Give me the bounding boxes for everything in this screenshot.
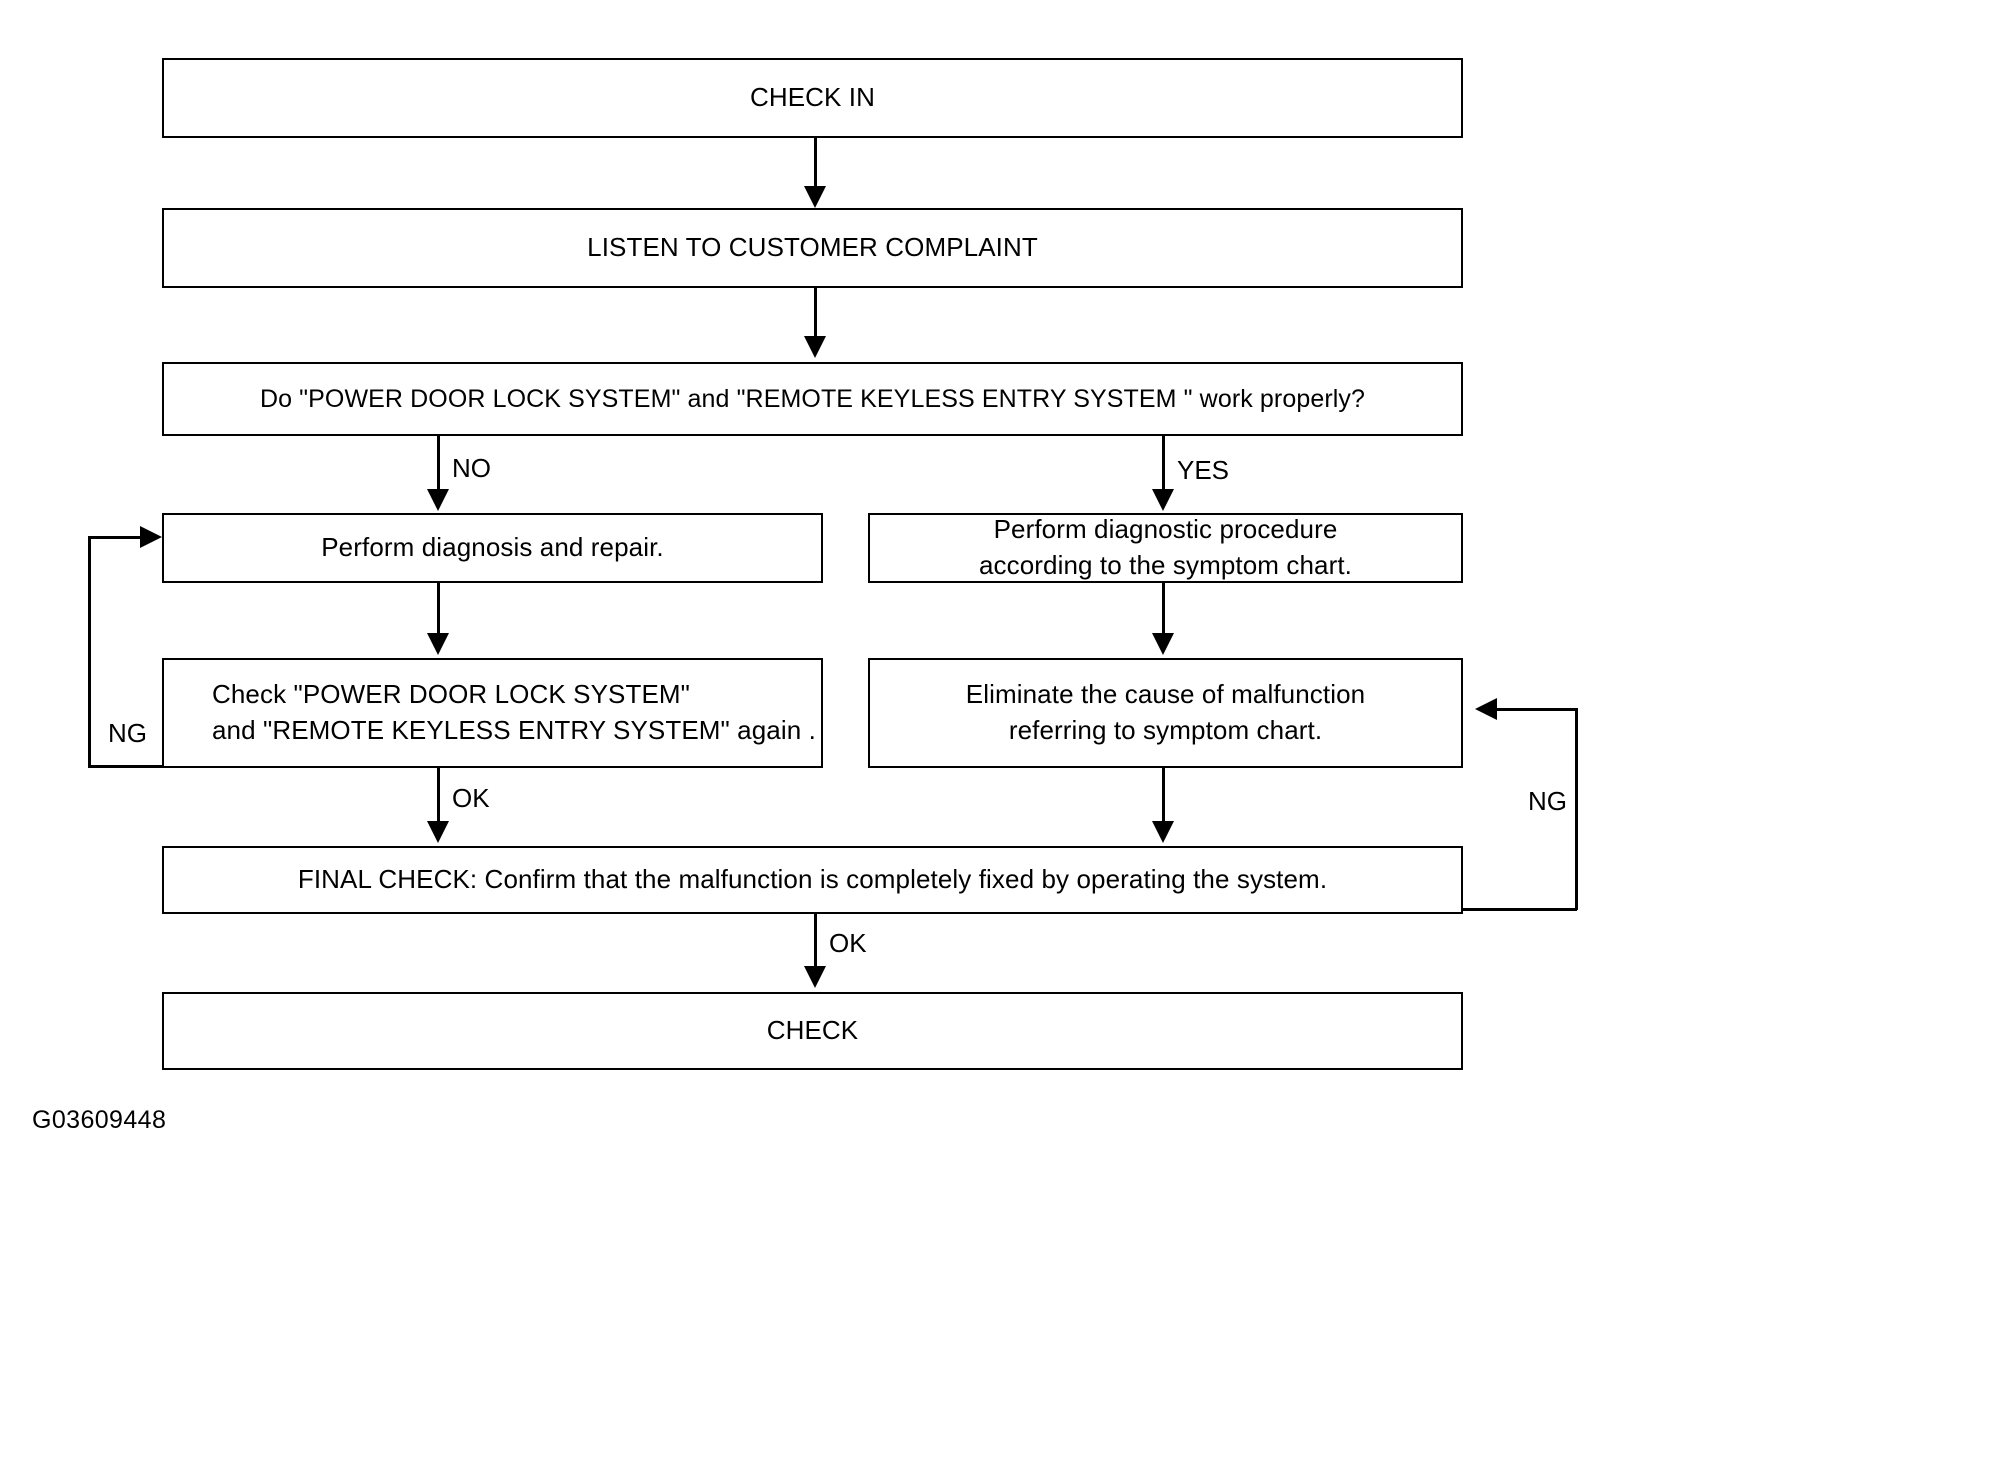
node-recheck-systems-line1: Check "POWER DOOR LOCK SYSTEM" [212,679,690,710]
connector-ng-right-vertical [1575,708,1578,910]
edge-label-ok-bottom: OK [829,928,867,958]
arrowhead-final-check-out [804,966,826,988]
node-final-check-label: FINAL CHECK: Confirm that the malfunctio… [297,864,1328,895]
connector-symptom-eliminate [1162,583,1165,635]
arrowhead-recheck-final [427,821,449,843]
node-decision-systems-work: Do "POWER DOOR LOCK SYSTEM" and "REMOTE … [162,362,1463,436]
node-perform-diagnostic-procedure-line2: according to the symptom chart. [978,550,1353,580]
edge-label-ng-right: NG [1528,786,1567,816]
arrowhead-decision-yes [1152,489,1174,511]
arrowhead-listen-decision [804,336,826,358]
connector-ng-left-vertical [88,536,91,767]
node-check-in: CHECK IN [162,58,1463,138]
node-eliminate-cause-line1: Eliminate the cause of malfunction [965,679,1366,710]
connector-eliminate-final [1162,768,1165,823]
edge-label-no: NO [452,453,491,483]
node-perform-diagnostic-procedure: Perform diagnostic procedure according t… [868,513,1463,583]
node-perform-diagnosis-repair: Perform diagnosis and repair. [162,513,823,583]
edge-label-ng-left: NG [108,718,147,748]
arrowhead-ng-right [1475,698,1497,720]
node-recheck-systems-line2: and "REMOTE KEYLESS ENTRY SYSTEM" again … [212,715,816,745]
node-check-out: CHECK [162,992,1463,1070]
edge-label-ok-left: OK [452,783,490,813]
node-listen-complaint-label: LISTEN TO CUSTOMER COMPLAINT [587,232,1038,263]
arrowhead-repair-recheck [427,633,449,655]
node-recheck-systems: Check "POWER DOOR LOCK SYSTEM" and "REMO… [162,658,823,768]
node-decision-label: Do "POWER DOOR LOCK SYSTEM" and "REMOTE … [259,384,1366,413]
connector-decision-yes [1162,436,1165,491]
edge-label-yes: YES [1177,455,1230,485]
node-final-check: FINAL CHECK: Confirm that the malfunctio… [162,846,1463,914]
arrowhead-checkin-listen [804,186,826,208]
connector-final-check-out [814,914,817,968]
arrowhead-eliminate-final [1152,821,1174,843]
connector-recheck-final [437,768,440,823]
connector-checkin-listen [814,138,817,188]
arrowhead-ng-left [140,526,162,548]
node-eliminate-cause-line2: referring to symptom chart. [1008,715,1323,745]
node-perform-diagnostic-procedure-line1: Perform diagnostic procedure [993,514,1338,545]
connector-repair-recheck [437,583,440,635]
connector-decision-no [437,436,440,491]
connector-ng-right-top [1497,708,1577,711]
node-check-in-label: CHECK IN [749,82,876,113]
connector-ng-right-bottom [1461,908,1577,911]
connector-ng-left-top [88,536,140,539]
figure-id-label: G03609448 [32,1106,167,1134]
node-check-out-label: CHECK [766,1015,859,1046]
arrowhead-decision-no [427,489,449,511]
arrowhead-symptom-eliminate [1152,633,1174,655]
node-listen-complaint: LISTEN TO CUSTOMER COMPLAINT [162,208,1463,288]
node-eliminate-cause: Eliminate the cause of malfunction refer… [868,658,1463,768]
connector-listen-decision [814,288,817,338]
node-perform-diagnosis-repair-label: Perform diagnosis and repair. [321,532,664,563]
connector-ng-left-bottom [88,765,164,768]
